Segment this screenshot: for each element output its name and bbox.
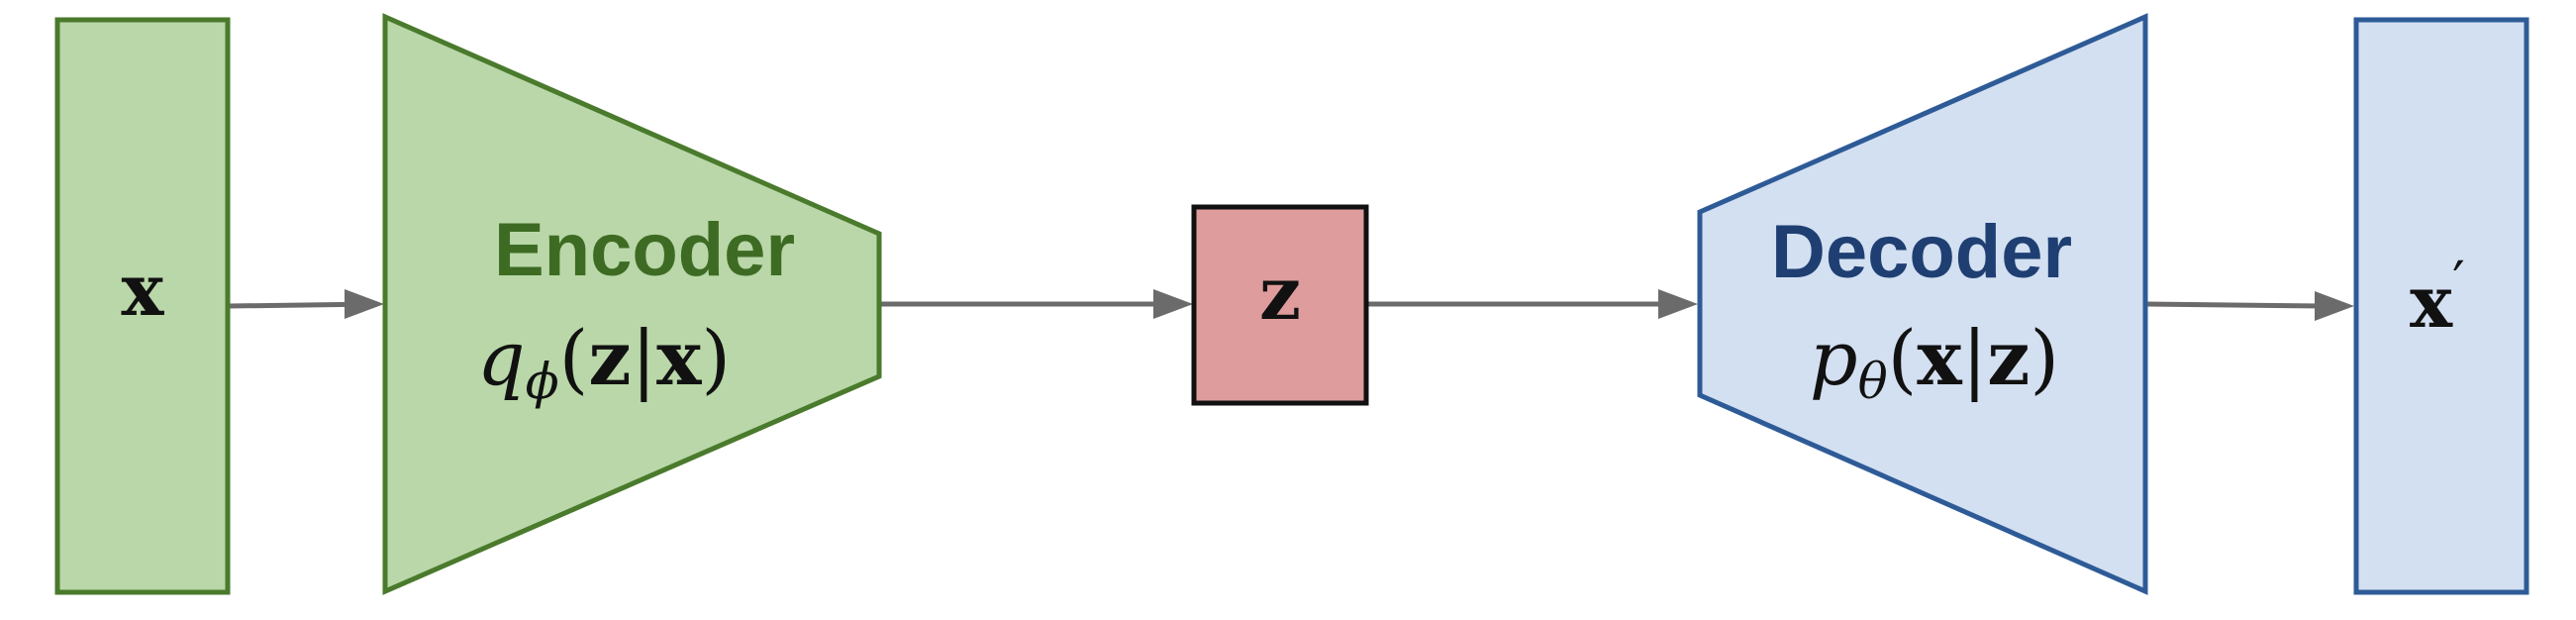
encoder-formula-close: ) [701, 314, 731, 402]
output-symbol-base: x [2410, 259, 2453, 344]
encoder-title: Encoder [494, 208, 795, 292]
input-symbol: x [122, 248, 165, 332]
arrow-latent-to-decoder-head [1658, 289, 1698, 319]
decoder-formula-close: ) [2030, 314, 2059, 402]
decoder-formula-open: ( [1888, 314, 1918, 402]
decoder-formula-var2: z [1987, 314, 2030, 402]
output-symbol: x′ [2410, 251, 2465, 344]
latent-block: z [1191, 204, 1369, 406]
decoder-formula-bar: | [1962, 314, 1988, 402]
decoder-title: Decoder [1771, 210, 2072, 294]
decoder-formula-subscript: θ [1858, 353, 1888, 410]
encoder-formula-open: ( [559, 314, 589, 402]
encoder-formula-bar: | [632, 314, 657, 402]
arrows [228, 289, 2354, 321]
input-block: x [54, 17, 231, 595]
encoder-formula-var1: z [588, 314, 631, 402]
input-box [54, 17, 231, 595]
output-box [2353, 17, 2529, 595]
decoder-formula: pθ(x|z) [1810, 314, 2059, 410]
encoder-shape [382, 13, 882, 595]
decoder-formula-func: p [1810, 314, 1858, 402]
latent-symbol: z [1259, 252, 1301, 337]
encoder-formula-subscript: ϕ [526, 353, 559, 410]
decoder-shape [1697, 13, 2148, 595]
arrow-decoder-to-output-head [2315, 291, 2354, 321]
arrow-encoder-to-latent-head [1153, 289, 1193, 319]
output-symbol-prime: ′ [2452, 251, 2465, 315]
output-block: x′ [2353, 17, 2529, 595]
encoder-formula: qϕ(z|x) [477, 314, 731, 410]
encoder-formula-var2: x [656, 314, 702, 402]
encoder-formula-func: q [477, 314, 526, 402]
decoder-formula-var1: x [1917, 314, 1962, 402]
encoder-block: Encoder qϕ(z|x) [382, 13, 882, 595]
decoder-block: Decoder pθ(x|z) [1697, 13, 2148, 595]
latent-box [1191, 204, 1369, 406]
arrow-input-to-encoder-head [345, 289, 384, 319]
arrow-decoder-to-output [2145, 301, 2323, 309]
